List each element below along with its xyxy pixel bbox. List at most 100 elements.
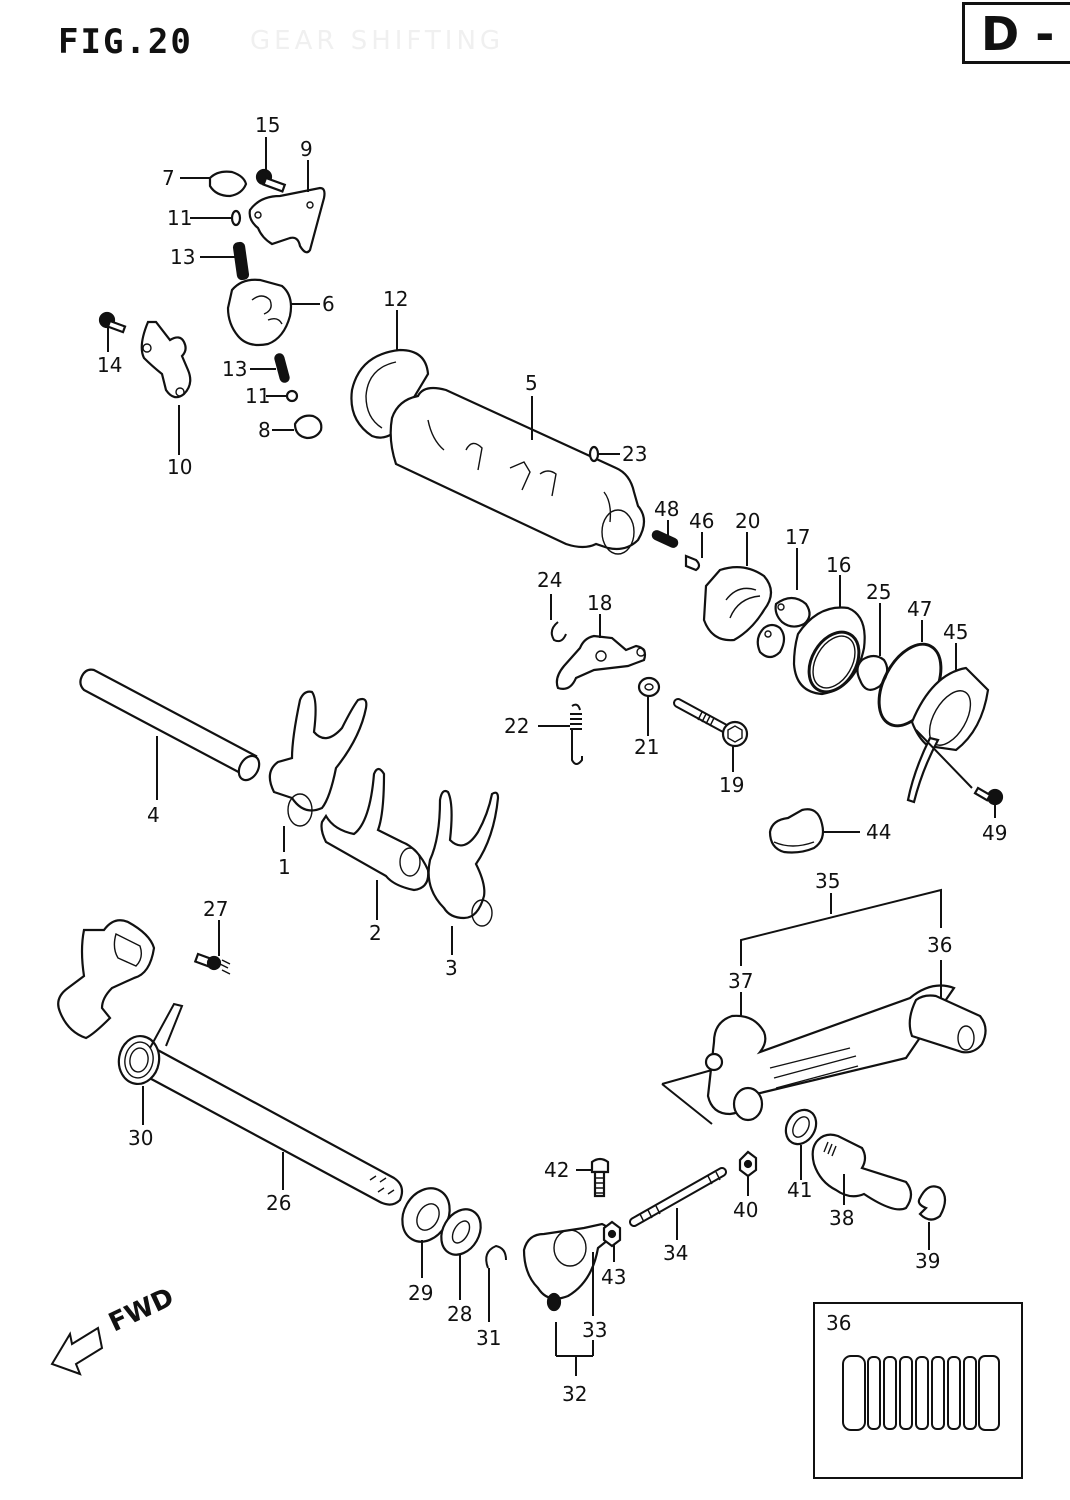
part-41-washer[interactable] — [780, 1104, 822, 1149]
callout-28: 28 — [447, 1302, 472, 1326]
part-23-pin[interactable] — [588, 445, 600, 463]
part-15-bolt[interactable] — [255, 168, 287, 193]
callout-34: 34 — [663, 1241, 688, 1265]
part-26-gearshift-shaft[interactable] — [57, 919, 404, 1206]
part-11-pin-lower[interactable] — [285, 389, 299, 403]
callout-44: 44 — [866, 820, 891, 844]
part-20-stopper-plate[interactable] — [702, 565, 773, 642]
callout-12: 12 — [383, 287, 408, 311]
callout-24: 24 — [537, 568, 562, 592]
callout-5: 5 — [525, 371, 538, 395]
part-13-spring-upper[interactable] — [232, 241, 250, 281]
section-code: D - — [981, 7, 1055, 61]
part-27-bolt[interactable] — [193, 952, 231, 975]
callout-35: 35 — [815, 869, 840, 893]
callout-47: 47 — [907, 597, 932, 621]
part-2-shift-fork[interactable] — [320, 767, 430, 892]
callout-7: 7 — [162, 166, 175, 190]
callout-31: 31 — [476, 1326, 501, 1350]
callout-18: 18 — [587, 591, 612, 615]
arrow-left-icon — [50, 1326, 104, 1376]
part-28-washer[interactable] — [433, 1202, 488, 1262]
callout-16: 16 — [826, 553, 851, 577]
part-30-spring[interactable] — [115, 1002, 184, 1087]
callout-14: 14 — [97, 353, 122, 377]
callout-2: 2 — [369, 921, 382, 945]
callout-39: 39 — [915, 1249, 940, 1273]
part-48-spring[interactable] — [651, 530, 679, 548]
part-10-plate[interactable] — [140, 320, 192, 399]
callout-26: 26 — [266, 1191, 291, 1215]
callout-3: 3 — [445, 956, 458, 980]
part-7-cap[interactable] — [208, 170, 248, 198]
part-16-bearing[interactable] — [792, 606, 869, 701]
part-22-spring[interactable] — [570, 703, 583, 765]
callout-19: 19 — [719, 773, 744, 797]
callout-45: 45 — [943, 620, 968, 644]
callout-15: 15 — [255, 113, 280, 137]
part-38-pivot-bolt[interactable] — [811, 1133, 913, 1211]
callout-29: 29 — [408, 1281, 433, 1305]
part-3-shift-fork[interactable] — [427, 789, 500, 927]
part-14-screw[interactable] — [98, 311, 127, 334]
part-45-cover[interactable] — [906, 666, 990, 804]
part-11-pin-upper[interactable] — [230, 209, 242, 227]
callout-8: 8 — [258, 418, 271, 442]
part-31-clip[interactable] — [485, 1244, 507, 1269]
part-34-rod[interactable] — [629, 1167, 727, 1227]
callout-10: 10 — [167, 455, 192, 479]
part-44-cap[interactable] — [768, 808, 825, 854]
callout-9: 9 — [300, 137, 313, 161]
inset-label: 36 — [826, 1311, 851, 1335]
part-9-plate[interactable] — [248, 186, 326, 254]
callout-46: 46 — [689, 509, 714, 533]
section-code-box: D - — [962, 2, 1070, 64]
part-5-gearshift-cam[interactable] — [389, 386, 646, 555]
fwd-label: FWD — [104, 1282, 178, 1338]
part-6-stopper-body[interactable] — [226, 278, 293, 347]
fwd-direction-indicator: FWD — [50, 1282, 179, 1376]
part-46-pin[interactable] — [684, 554, 701, 572]
part-35-gearshift-lever-assembly[interactable] — [661, 984, 987, 1125]
callout-20: 20 — [735, 509, 760, 533]
callout-33: 33 — [582, 1318, 607, 1342]
part-21-washer[interactable] — [637, 676, 661, 698]
callout-13-lower: 13 — [222, 357, 247, 381]
callout-23: 23 — [622, 442, 647, 466]
part-43-nut[interactable] — [602, 1220, 622, 1248]
callout-43: 43 — [601, 1265, 626, 1289]
callout-30: 30 — [128, 1126, 153, 1150]
watermark-text: GEAR SHIFTING — [250, 26, 505, 56]
part-33-arm[interactable] — [522, 1222, 611, 1312]
callout-4: 4 — [147, 803, 160, 827]
part-42-bolt[interactable] — [590, 1157, 610, 1198]
part-24-clip[interactable] — [550, 621, 567, 643]
part-17-pawl-pair[interactable] — [756, 596, 811, 659]
figure-title: FIG.20 — [58, 22, 193, 62]
part-39-e-clip[interactable] — [917, 1185, 947, 1221]
callout-27: 27 — [203, 897, 228, 921]
callout-49: 49 — [982, 821, 1007, 845]
part-18-arm[interactable] — [555, 634, 647, 690]
callout-11-lower: 11 — [245, 384, 270, 408]
part-40-nut[interactable] — [738, 1150, 758, 1178]
part-1-shift-fork[interactable] — [268, 690, 368, 827]
callout-42: 42 — [544, 1158, 569, 1182]
part-49-bolt[interactable] — [973, 786, 1004, 806]
part-8-cap[interactable] — [293, 414, 323, 440]
callout-21: 21 — [634, 735, 659, 759]
callout-40: 40 — [733, 1198, 758, 1222]
callout-13-upper: 13 — [170, 245, 195, 269]
part-13-spring-lower[interactable] — [274, 353, 290, 383]
callout-36: 36 — [927, 933, 952, 957]
inset-part-36: 36 — [813, 1302, 1023, 1479]
callout-11-upper: 11 — [167, 206, 192, 230]
part-19-bolt[interactable] — [673, 698, 749, 748]
part-12-bearing[interactable] — [350, 348, 430, 439]
callout-25: 25 — [866, 580, 891, 604]
part-4-fork-shaft[interactable] — [79, 668, 263, 784]
callout-32: 32 — [562, 1382, 587, 1406]
callout-38: 38 — [829, 1206, 854, 1230]
footpeg-rubber[interactable] — [842, 1355, 1000, 1431]
